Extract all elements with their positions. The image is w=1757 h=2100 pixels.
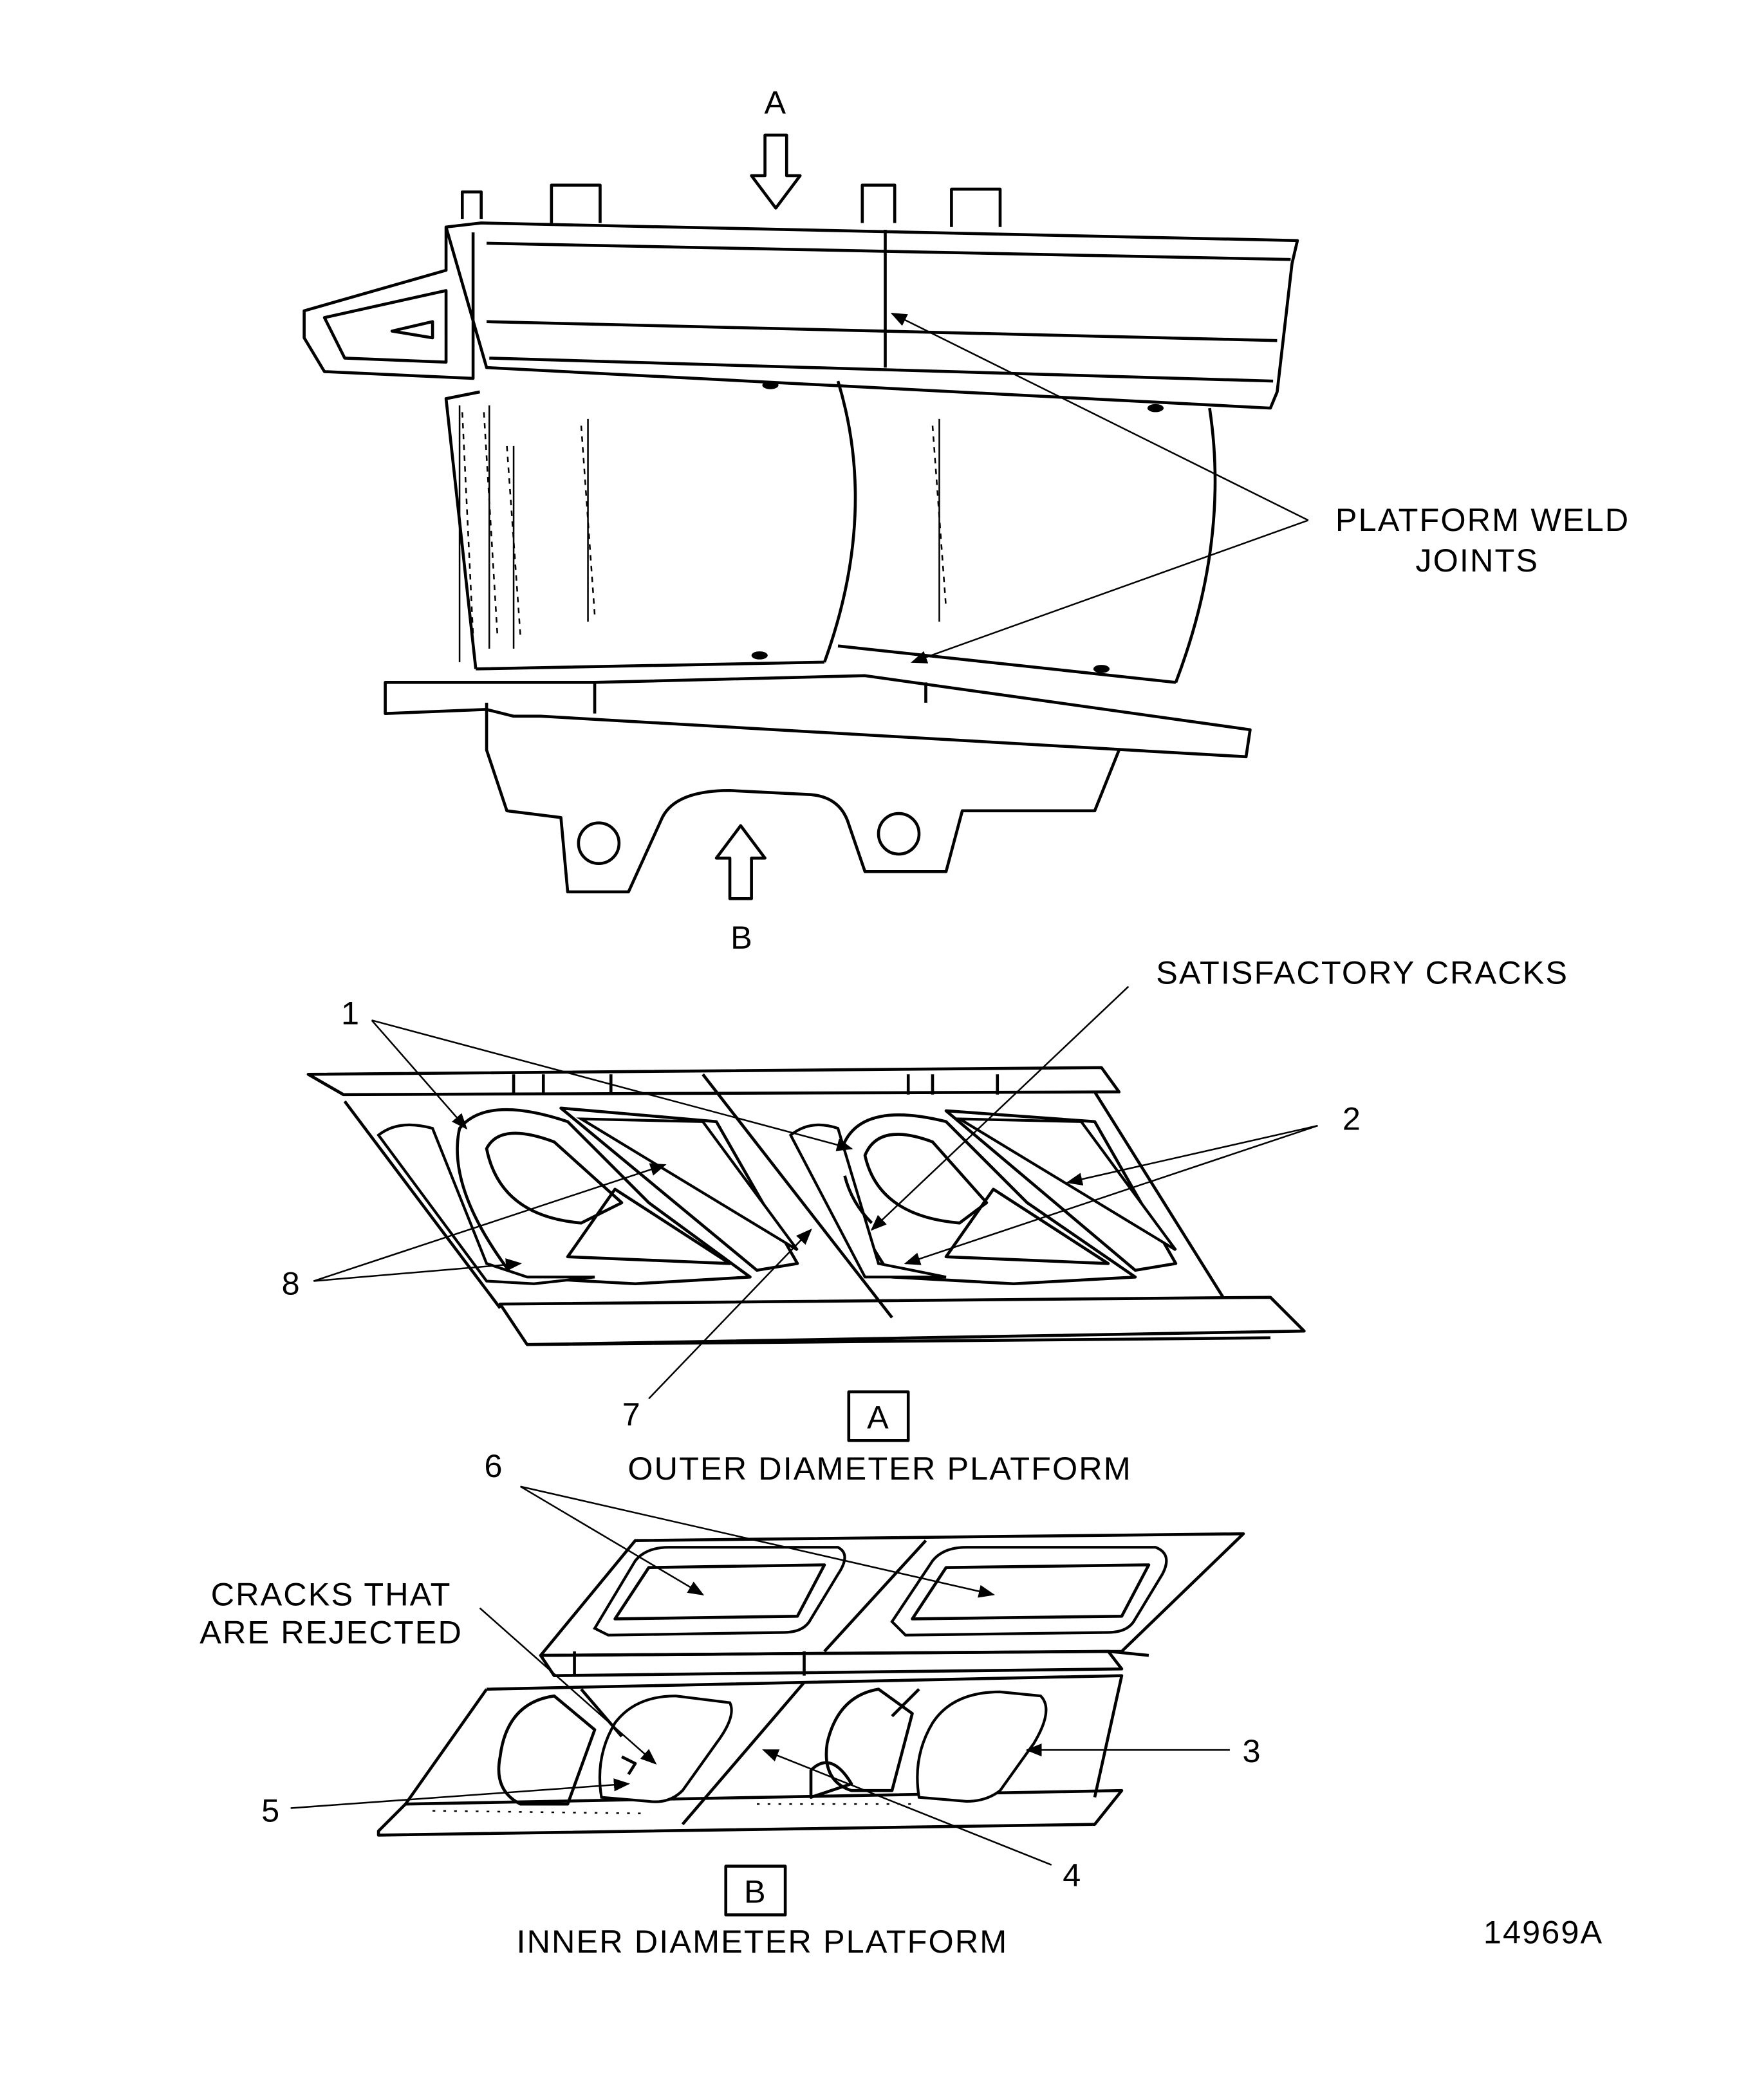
item-number-5: 5 [261, 1792, 279, 1828]
platform-weld-joints-label-1: PLATFORM WELD [1335, 501, 1630, 538]
view-arrow-a-label: A [765, 84, 788, 120]
item-number-4: 4 [1063, 1857, 1081, 1893]
item-number-1: 1 [341, 995, 359, 1032]
item-number-8: 8 [282, 1265, 300, 1302]
inner-diameter-platform-title: INNER DIAMETER PLATFORM [516, 1923, 1008, 1960]
item-number-7: 7 [622, 1396, 640, 1433]
item-number-3: 3 [1243, 1733, 1261, 1769]
inner-diameter-platform-view [376, 1532, 1245, 1837]
view-b-key-box [724, 1864, 787, 1917]
view-a-key: A [867, 1398, 890, 1435]
view-a-key-box [847, 1390, 910, 1442]
platform-weld-joints-label-2: JOINTS [1415, 542, 1539, 579]
outer-diameter-platform-title: OUTER DIAMETER PLATFORM [628, 1450, 1131, 1487]
view-arrow-b-icon [714, 824, 767, 900]
view-arrow-a-icon [750, 133, 802, 210]
view-b-key: B [744, 1873, 767, 1910]
item-number-6: 6 [485, 1447, 503, 1484]
figure-id: 14969A [1483, 1913, 1603, 1950]
vane-segment-drawing: A B [302, 84, 1299, 956]
outer-diameter-platform-view [306, 1066, 1306, 1346]
satisfactory-cracks-label: SATISFACTORY CRACKS [1156, 954, 1568, 991]
item-number-2: 2 [1343, 1100, 1361, 1137]
cracks-rejected-label-1: CRACKS THAT [211, 1575, 452, 1612]
cracks-rejected-label-2: ARE REJECTED [200, 1613, 463, 1650]
view-arrow-b-label: B [730, 919, 754, 956]
